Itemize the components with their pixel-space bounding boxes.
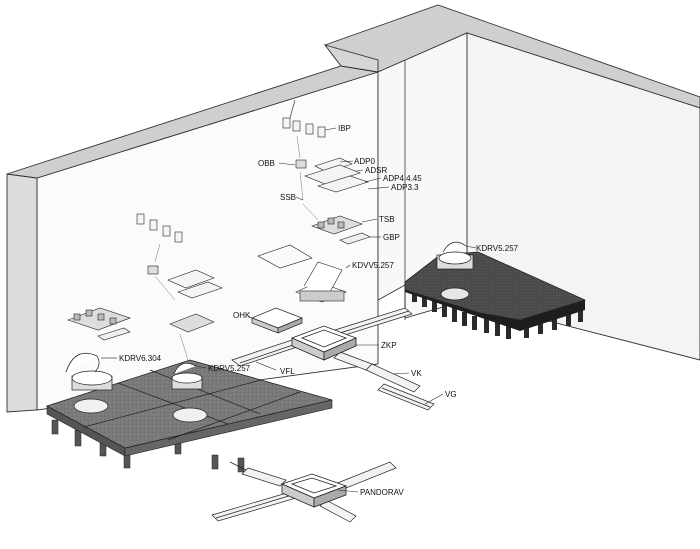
kdrv-box-left [171,363,203,390]
left-floor-hole-1 [73,398,109,414]
left-floor-hole-2 [172,407,208,423]
exploded-components [67,99,371,341]
left-floor-top [45,359,333,449]
duct-channels [211,307,435,523]
right-floor-hole [440,287,470,301]
label-pandorav: PANDORAV [360,488,404,497]
label-adp0: ADP0 [354,157,375,166]
label-obb: OBB [258,159,275,168]
zkp-junction-box [290,325,358,361]
label-ohk: OHK [233,311,251,320]
ohk-tray [251,307,303,334]
pandorav-junction-box [280,473,348,508]
label-vg: VG [445,390,457,399]
label-kdrv6: KDRV6.304 [119,354,162,363]
label-ssb: SSB [280,193,296,202]
label-adp3: ADP3.3 [391,183,419,192]
guide-lines [154,135,319,361]
label-adsr: ADSR [365,166,387,175]
right-floor-pedestals [412,288,583,339]
label-ibp: IBP [338,124,351,133]
kdrv-box-right [436,241,474,270]
label-kdrv-left: KDRV5.257 [208,364,251,373]
left-raised-floor [45,352,333,473]
label-zkp: ZKP [381,341,397,350]
label-vfl: VFL [280,367,295,376]
kdrv6-box [65,352,113,391]
label-vk: VK [411,369,422,378]
label-tsb: TSB [379,215,395,224]
label-adp4: ADP4.4.45 [383,174,422,183]
right-raised-floor [404,241,587,339]
right-floor-edge [405,282,585,331]
label-kdvv: KDVV5.257 [352,261,394,270]
labels: IBP ADP0 OBB ADSR ADP4.4.45 SSB ADP3.3 T… [101,124,519,497]
left-wall-end [6,173,38,413]
walls [6,4,700,413]
label-kdrv-right: KDRV5.257 [476,244,519,253]
label-gbp: GBP [383,233,400,242]
